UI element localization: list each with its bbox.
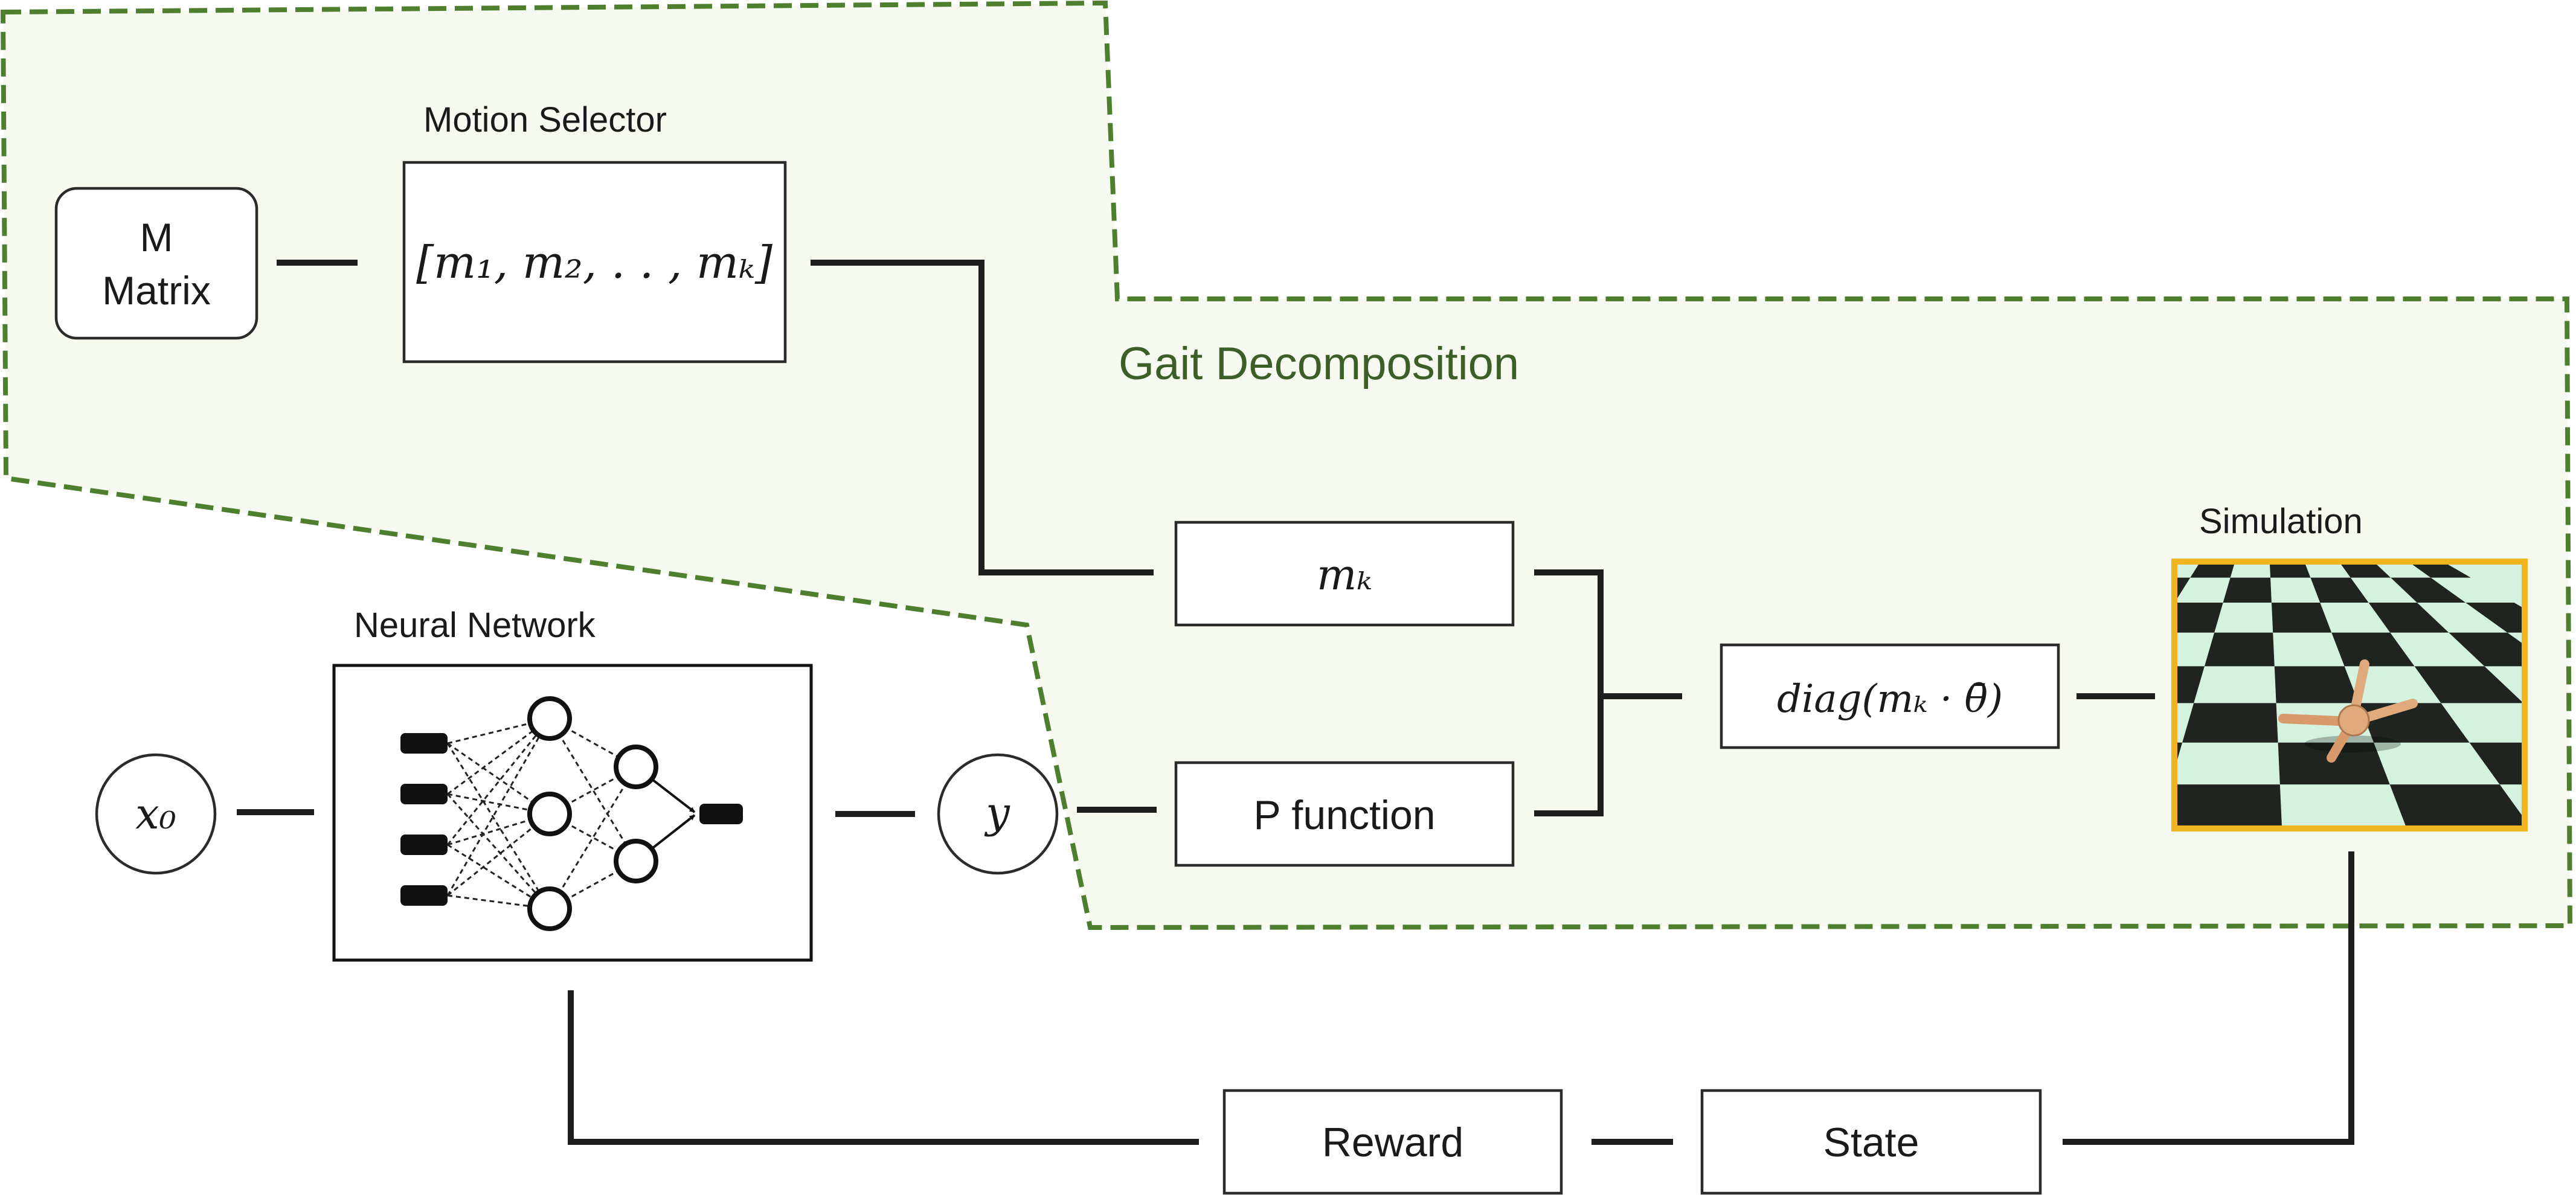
nn-connection bbox=[548, 766, 637, 909]
nn-connection bbox=[446, 718, 551, 845]
x0-node: x₀ bbox=[95, 753, 217, 875]
motion-selector-node: [m₁, m₂, . . , mₖ] bbox=[402, 161, 787, 364]
checker-tile bbox=[2389, 784, 2525, 828]
checker-tile bbox=[2469, 742, 2525, 785]
region-title: Gait Decomposition bbox=[1119, 338, 1519, 389]
neural-network-icon bbox=[400, 696, 743, 931]
motion-selector-label: Motion Selector bbox=[423, 100, 667, 139]
state-node: State bbox=[1700, 1089, 2042, 1195]
checker-tile bbox=[2391, 577, 2466, 603]
m-matrix-node: M Matrix bbox=[54, 187, 259, 340]
quadruped-robot-icon bbox=[2278, 659, 2418, 763]
checker-tile bbox=[2190, 562, 2235, 578]
checker-tile bbox=[2274, 666, 2359, 703]
checker-tile bbox=[2310, 577, 2369, 603]
checker-tile bbox=[2174, 666, 2205, 703]
checker-tile bbox=[2449, 632, 2525, 667]
motion-selector-vector: [m₁, m₂, . . , mₖ] bbox=[416, 237, 772, 289]
diag-node: diag(mₖ · θ̄) bbox=[1720, 643, 2060, 749]
x0-label: x₀ bbox=[135, 789, 176, 839]
p-function-label: P function bbox=[1253, 792, 1435, 838]
y-label: y bbox=[984, 788, 1010, 838]
mk-label: mₖ bbox=[1317, 550, 1372, 600]
nn-connection bbox=[446, 743, 551, 909]
neural-network-label: Neural Network bbox=[354, 606, 596, 645]
nn-connection bbox=[447, 844, 550, 910]
y-node: y bbox=[937, 753, 1059, 875]
state-label: State bbox=[1823, 1120, 1919, 1165]
simulation-image bbox=[2171, 559, 2528, 831]
checker-tile bbox=[2174, 603, 2223, 633]
checker-tile bbox=[2331, 632, 2415, 667]
p-function-node: P function bbox=[1174, 761, 1515, 867]
checker-tile bbox=[2204, 632, 2275, 667]
m-matrix-label-line1: M bbox=[140, 215, 173, 260]
checker-tile bbox=[2368, 603, 2449, 633]
arrow-selector-to-mk bbox=[811, 260, 1154, 575]
checker-tile bbox=[2465, 603, 2525, 633]
checker-tile bbox=[2408, 562, 2471, 578]
checker-tile bbox=[2269, 562, 2311, 578]
neural-network-node bbox=[332, 664, 813, 962]
nn-connection bbox=[446, 718, 551, 896]
arrow-reward-to-network bbox=[568, 990, 1199, 1145]
checker-tile bbox=[2271, 603, 2332, 633]
nn-connection bbox=[446, 793, 551, 909]
checker-tile bbox=[2174, 577, 2191, 603]
merge-bracket bbox=[1534, 569, 1604, 816]
reward-node: Reward bbox=[1222, 1089, 1563, 1195]
arrow-simulation-to-state bbox=[2062, 851, 2354, 1145]
checker-tile bbox=[2414, 666, 2523, 703]
checker-tile bbox=[2182, 703, 2278, 743]
nn-connection bbox=[548, 718, 637, 862]
mk-node: mₖ bbox=[1174, 521, 1515, 627]
checker-tile bbox=[2174, 784, 2282, 828]
simulation-label: Simulation bbox=[2199, 502, 2363, 541]
checker-tile bbox=[2339, 562, 2391, 578]
reward-label: Reward bbox=[1322, 1120, 1463, 1165]
checker-tile bbox=[2223, 577, 2272, 603]
m-matrix-label-line2: Matrix bbox=[102, 268, 211, 313]
checker-tile bbox=[2278, 742, 2390, 785]
diag-label: diag(mₖ · θ̄) bbox=[1777, 677, 2003, 722]
